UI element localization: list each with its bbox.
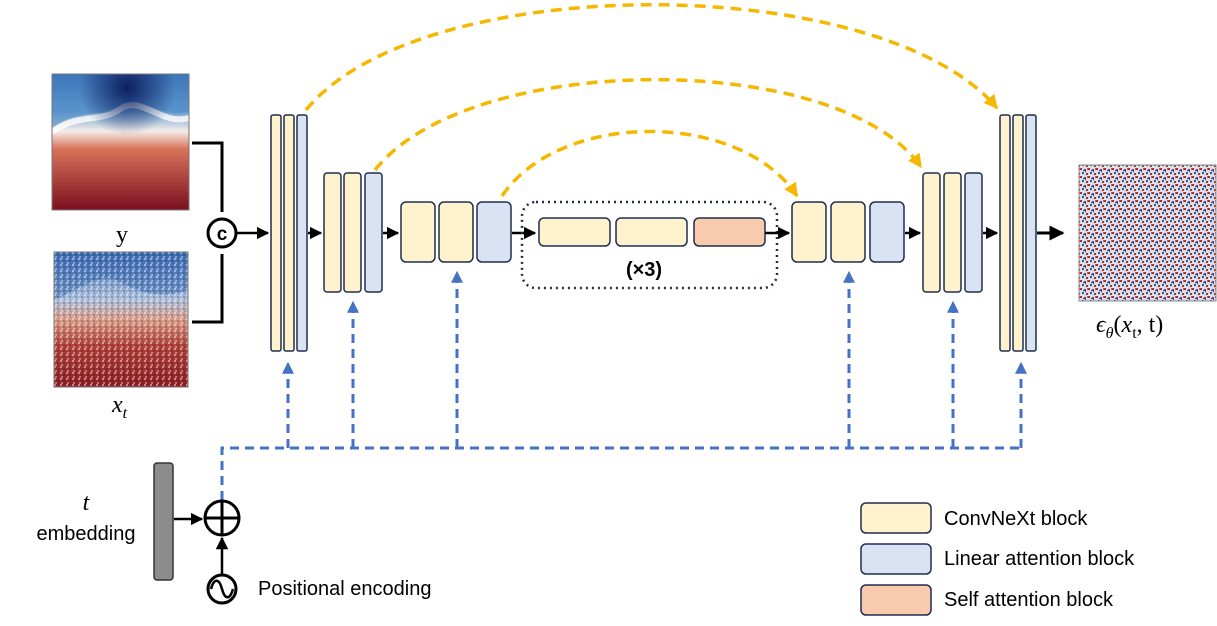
legend-swatch-self-attention [860, 584, 932, 616]
encoder-stage-2 [323, 172, 383, 293]
concat-bracket-top [192, 141, 224, 212]
embedding-label: embedding [37, 523, 136, 545]
legend-label-linear-attention: Linear attention block [944, 548, 1135, 570]
legend-swatch-convnext [860, 502, 932, 534]
y-heatmap [50, 73, 190, 211]
skip-connection-3 [500, 129, 799, 198]
repeat-label: (×3) [626, 259, 662, 281]
decoder-stage-1 [999, 114, 1037, 352]
skip-connection-1 [304, 3, 999, 112]
legend-label-self-attention: Self attention block [944, 589, 1114, 611]
svg-text:c: c [217, 224, 228, 245]
positional-encoding-label: Positional encoding [258, 578, 431, 600]
t-symbol: t [83, 490, 91, 516]
legend-label-convnext: ConvNeXt block [944, 508, 1088, 530]
y-label: y [116, 222, 128, 248]
output-label: ϵθ(xt, t) [1096, 312, 1163, 342]
encoder-stage-3 [400, 201, 512, 263]
xt-label: xt [111, 392, 128, 422]
legend-swatch-linear-attention [860, 543, 932, 575]
decoder-stage-2 [922, 172, 983, 293]
time-embedding-routing [220, 270, 1027, 500]
decoder-stage-3 [791, 201, 905, 263]
xt-heatmap [53, 251, 189, 388]
output-noise-image [1078, 164, 1217, 302]
skip-connection-2 [373, 77, 923, 172]
sum-icon [203, 499, 241, 537]
embedding-bar [153, 462, 174, 581]
concat-icon: c [206, 217, 238, 249]
bottleneck-group [520, 200, 779, 290]
encoder-stage-1 [270, 114, 308, 352]
concat-bracket-bottom [192, 254, 224, 324]
sine-wave-icon [206, 573, 238, 605]
bottleneck-blocks [538, 217, 766, 247]
legend: ConvNeXt block Linear attention block Se… [860, 502, 1135, 616]
